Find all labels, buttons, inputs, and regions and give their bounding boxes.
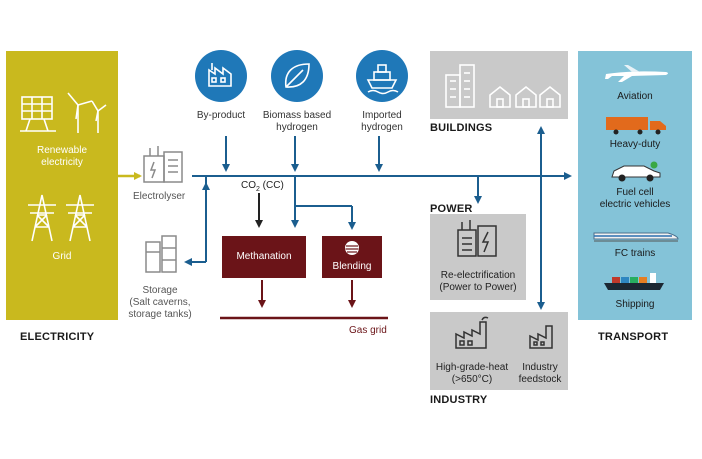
buildings-icon <box>445 64 561 108</box>
train-icon <box>593 232 679 242</box>
fcev-label: Fuel cell electric vehicles <box>599 187 671 210</box>
grid-pylon-icon <box>28 194 94 242</box>
truck-icon <box>606 117 666 135</box>
by-product-label: By-product <box>196 110 246 121</box>
heavy-duty-label: Heavy-duty <box>609 139 661 150</box>
buildings-section-title: BUILDINGS <box>430 122 493 134</box>
power-panel: Re-electrification (Power to Power) <box>430 214 526 300</box>
renewable-icon <box>20 92 107 133</box>
high-grade-heat-label: High-grade-heat (>650°C) <box>435 362 509 385</box>
industry-feedstock-label: Industry feedstock <box>518 362 562 385</box>
feedstock-factory-icon <box>529 325 553 349</box>
aviation-label: Aviation <box>617 91 653 102</box>
electrolyser-icon <box>143 146 183 183</box>
cargo-ship-icon <box>604 273 664 290</box>
shipping-label: Shipping <box>615 299 655 310</box>
transport-panel: Aviation Heavy-duty Fuel cell electric v… <box>578 51 692 320</box>
biomass-label: Biomass based hydrogen <box>262 110 332 133</box>
ship-icon <box>366 64 399 95</box>
by-product-source <box>195 50 247 102</box>
leaf-icon <box>284 63 310 88</box>
gas-grid-label: Gas grid <box>349 325 387 336</box>
factory-icon <box>208 63 232 87</box>
transport-section-title: TRANSPORT <box>598 331 669 343</box>
car-icon <box>611 161 661 182</box>
industry-section-title: INDUSTRY <box>430 394 488 406</box>
electricity-panel: Renewable electricity Grid <box>6 51 118 320</box>
blending-box: Blending <box>322 236 382 278</box>
imported-label: Imported hydrogen <box>361 110 403 133</box>
heat-factory-icon <box>455 316 489 349</box>
co2-label: CO2 (CC) <box>241 180 284 193</box>
re-electrification-label: Re-electrification (Power to Power) <box>439 270 517 293</box>
electrolyser-label: Electrolyser <box>133 191 186 202</box>
power-section-title: POWER <box>430 203 473 215</box>
blending-label: Blending <box>332 261 372 272</box>
grid-label: Grid <box>52 251 72 262</box>
imported-source <box>356 50 408 102</box>
industry-panel: High-grade-heat (>650°C) Industry feedst… <box>430 312 568 390</box>
storage-label: Storage (Salt caverns, storage tanks) <box>128 285 192 320</box>
power-plant-icon <box>457 220 497 257</box>
blending-icon <box>345 241 359 255</box>
buildings-panel <box>430 51 568 119</box>
airplane-icon <box>605 65 668 82</box>
biomass-source <box>271 50 323 102</box>
electricity-section-title: ELECTRICITY <box>20 331 95 343</box>
methanation-box: Methanation <box>222 236 306 278</box>
storage-icon <box>145 235 177 273</box>
renewable-electricity-label: Renewable electricity <box>36 145 88 168</box>
fc-trains-label: FC trains <box>614 248 656 259</box>
